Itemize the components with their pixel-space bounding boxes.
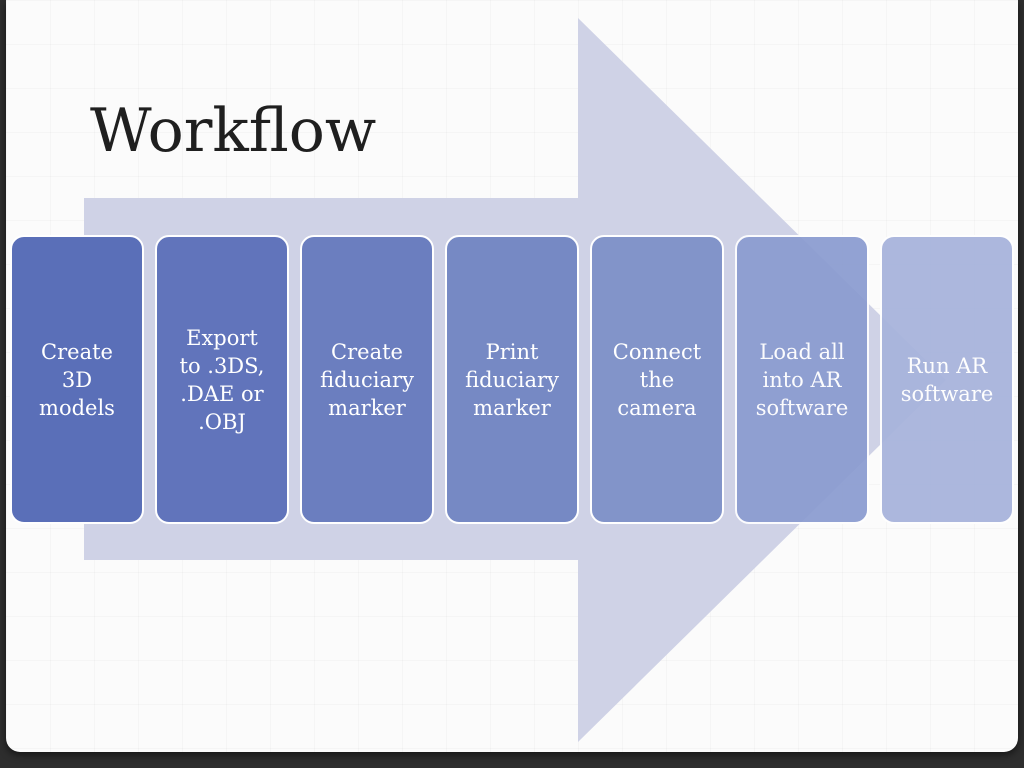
step-label: Create fiduciary marker	[320, 339, 414, 420]
step-connect-camera: Connect the camera	[590, 235, 724, 524]
slide: Workflow Create 3D models Export to .3DS…	[6, 0, 1018, 752]
step-label: Connect the camera	[612, 339, 702, 420]
step-print-marker: Print fiduciary marker	[445, 235, 579, 524]
slide-title: Workflow	[90, 96, 377, 166]
step-label: Print fiduciary marker	[465, 339, 559, 420]
step-label: Export to .3DS, .DAE or .OBJ	[179, 325, 265, 434]
step-load-into-software: Load all into AR software	[735, 235, 869, 524]
step-create-marker: Create fiduciary marker	[300, 235, 434, 524]
step-create-3d-models: Create 3D models	[10, 235, 144, 524]
step-run-ar-software: Run AR software	[880, 235, 1014, 524]
step-label: Run AR software	[900, 353, 994, 406]
step-label: Load all into AR software	[755, 339, 849, 420]
step-label: Create 3D models	[39, 339, 115, 420]
step-export-format: Export to .3DS, .DAE or .OBJ	[155, 235, 289, 524]
